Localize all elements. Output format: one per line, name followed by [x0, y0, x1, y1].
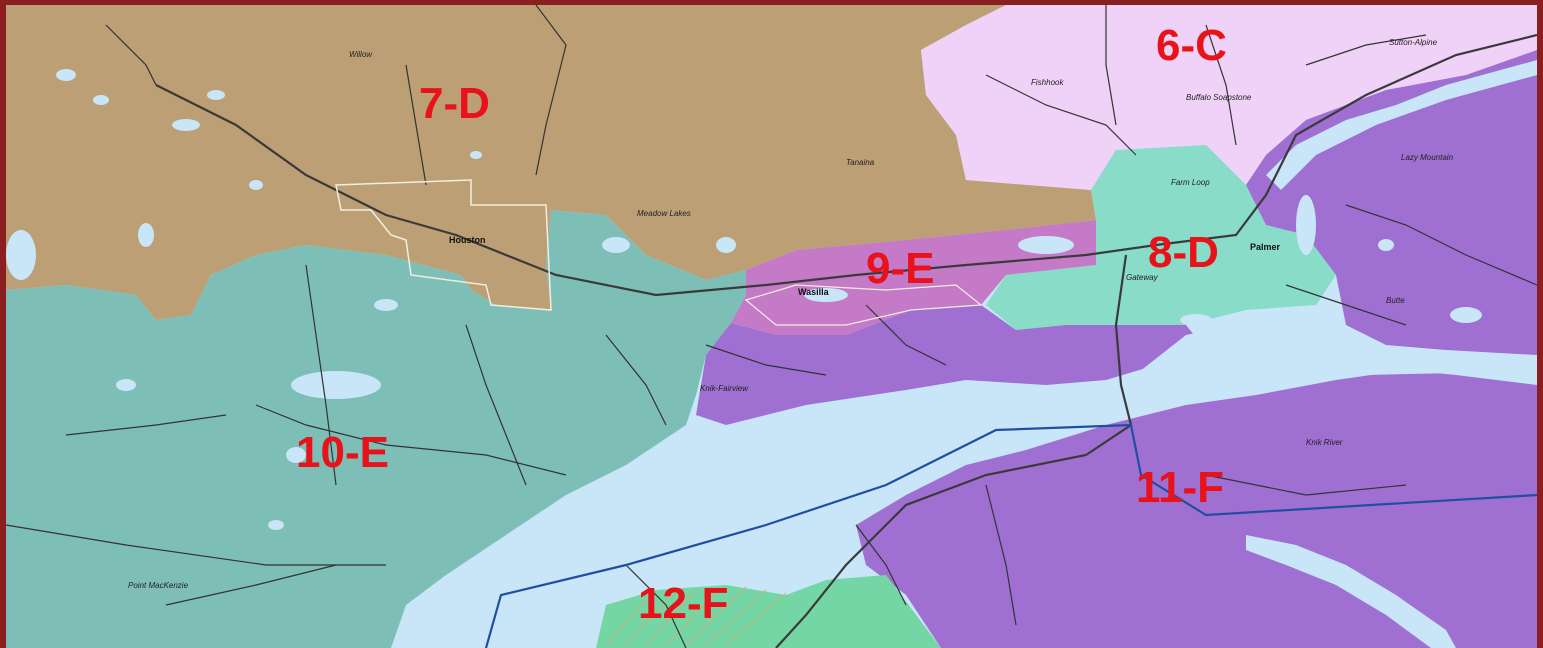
district-label-12-f: 12-F	[638, 579, 728, 628]
place-label-butte: Butte	[1386, 296, 1405, 305]
water-strip-river	[1246, 535, 1456, 648]
place-label-willow: Willow	[349, 50, 373, 59]
district-7-d-area[interactable]	[6, 5, 1096, 320]
district-map[interactable]: 7-D 6-C 9-E 8-D 10-E 11-F 12-F Willow Ho…	[6, 5, 1537, 648]
district-label-8-d: 8-D	[1148, 228, 1219, 277]
place-label-knik-fairview: Knik-Fairview	[700, 384, 749, 393]
place-label-farm-loop: Farm Loop	[1171, 178, 1210, 187]
map-canvas: 7-D 6-C 9-E 8-D 10-E 11-F 12-F Willow Ho…	[6, 5, 1537, 648]
district-label-10-e: 10-E	[296, 428, 389, 477]
district-11-f-area-north[interactable]	[696, 305, 1206, 425]
district-9-e-area[interactable]	[731, 220, 1096, 335]
place-label-knik-river: Knik River	[1306, 438, 1343, 447]
houston-boundary	[335, 179, 552, 311]
district-label-11-f: 11-F	[1136, 463, 1224, 512]
district-label-6-c: 6-C	[1156, 21, 1227, 70]
place-label-tanaina: Tanaina	[846, 158, 875, 167]
district-10-e-area[interactable]	[6, 210, 746, 648]
place-label-point-mackenzie: Point MacKenzie	[128, 581, 189, 590]
senate-boundary-line	[484, 423, 1537, 648]
place-label-fishhook: Fishhook	[1031, 78, 1064, 87]
water-strip-knik	[1116, 325, 1537, 405]
district-12-f-area[interactable]	[596, 575, 941, 648]
place-label-lazy-mountain: Lazy Mountain	[1401, 153, 1454, 162]
district-label-7-d: 7-D	[419, 79, 490, 128]
water-strip-matanuska	[1266, 60, 1537, 190]
district-6-c-area[interactable]	[921, 5, 1537, 190]
district-11-f-area[interactable]	[856, 50, 1537, 648]
lakes	[6, 69, 1482, 530]
district-8-d-area[interactable]	[986, 145, 1336, 330]
wasilla-boundary	[744, 284, 983, 326]
place-label-wasilla: Wasilla	[798, 287, 830, 297]
place-label-sutton-alpine: Sutton-Alpine	[1389, 38, 1438, 47]
district-label-9-e: 9-E	[866, 244, 934, 293]
road-network	[6, 5, 1537, 648]
place-label-houston: Houston	[449, 235, 486, 245]
place-label-meadow-lakes: Meadow Lakes	[637, 209, 691, 218]
place-label-palmer: Palmer	[1250, 242, 1281, 252]
place-label-gateway: Gateway	[1126, 273, 1159, 282]
place-label-buffalo-soapstone: Buffalo Soapstone	[1186, 93, 1252, 102]
